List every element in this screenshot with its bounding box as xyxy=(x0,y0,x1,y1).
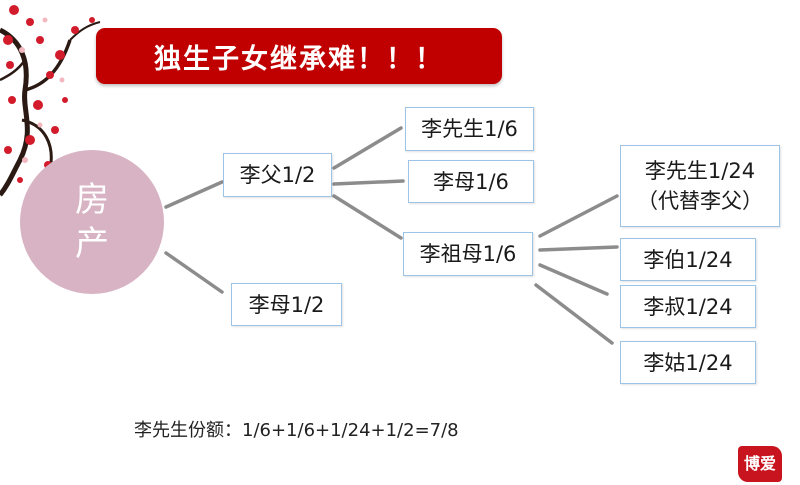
node-aunt: 李姑1/24 xyxy=(620,341,756,384)
title-banner: 独生子女继承难！！！ xyxy=(96,28,502,84)
node-mother-sixth-label: 李母1/6 xyxy=(433,169,509,194)
node-mother-half: 李母1/2 xyxy=(231,283,342,326)
seal-stamp-logo: 博爱 xyxy=(738,446,782,482)
connector-grandmother-uncle-younger xyxy=(538,263,609,296)
page-title: 独生子女继承难！！！ xyxy=(154,43,444,75)
connector-father-mother xyxy=(332,179,405,186)
connector-grandmother-aunt xyxy=(534,283,614,345)
connector-father-grandmother xyxy=(332,194,403,240)
node-mr-li-substitute-label: 李先生1/24 （代替李父） xyxy=(637,159,763,213)
node-father: 李父1/2 xyxy=(223,153,332,197)
node-grandmother-label: 李祖母1/6 xyxy=(419,242,517,266)
node-father-label: 李父1/2 xyxy=(239,163,316,187)
node-uncle-younger-label: 李叔1/24 xyxy=(643,294,733,319)
root-label: 房产 xyxy=(75,180,109,264)
node-grandmother: 李祖母1/6 xyxy=(403,232,533,276)
node-mr-li-sixth-label: 李先生1/6 xyxy=(421,117,518,141)
plum-blossom-decoration xyxy=(0,5,101,197)
node-mother-sixth: 李母1/6 xyxy=(408,160,534,203)
connector-grandmother-uncle-elder xyxy=(538,245,619,252)
share-calculation-note: 李先生份额：1/6+1/6+1/24+1/2=7/8 xyxy=(134,420,459,441)
node-uncle-elder-label: 李伯1/24 xyxy=(643,247,733,272)
node-mr-li-sixth: 李先生1/6 xyxy=(405,107,534,151)
seal-text: 博爱 xyxy=(743,454,776,473)
connector-grandmother-mrli xyxy=(538,194,619,238)
connector-father-mrli xyxy=(332,126,403,170)
connector-root-father xyxy=(164,180,224,209)
node-uncle-younger: 李叔1/24 xyxy=(620,285,756,328)
root-property-circle: 房产 xyxy=(20,150,164,294)
node-mr-li-substitute: 李先生1/24 （代替李父） xyxy=(620,145,780,227)
connector-root-mother xyxy=(164,251,224,294)
node-uncle-elder: 李伯1/24 xyxy=(620,238,756,281)
node-aunt-label: 李姑1/24 xyxy=(643,350,733,375)
node-mother-half-label: 李母1/2 xyxy=(248,292,325,317)
